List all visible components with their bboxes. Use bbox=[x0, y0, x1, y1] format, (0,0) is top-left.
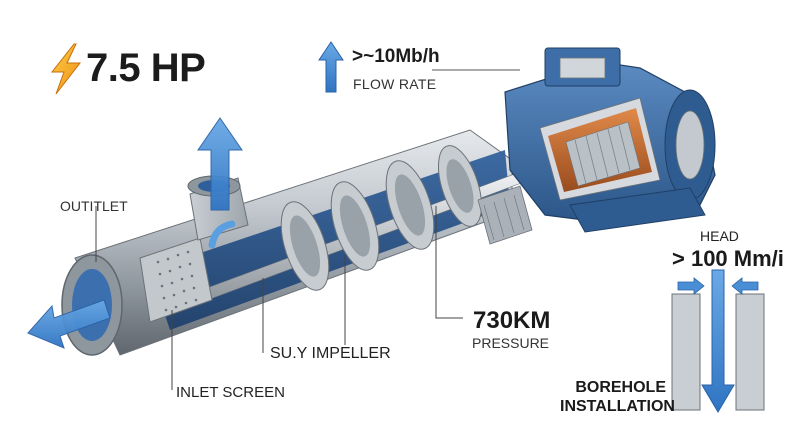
borehole-diagram bbox=[672, 270, 764, 412]
head-label: HEAD bbox=[700, 228, 739, 244]
impeller-label: SU.Y IMPELLER bbox=[270, 345, 391, 363]
outlet-label: OUTITLET bbox=[60, 198, 128, 214]
flow-rate-label: FLOW RATE bbox=[353, 76, 436, 92]
up-arrow-icon bbox=[319, 42, 343, 92]
inlet-screen-label: INLET SCREEN bbox=[176, 384, 285, 401]
pressure-value: 730KM bbox=[473, 307, 550, 335]
power-rating: 7.5 HP bbox=[86, 46, 205, 91]
flow-rate-value: >~10Mb/h bbox=[352, 46, 440, 68]
borehole-installation-label: BOREHOLE INSTALLATION bbox=[560, 378, 666, 416]
head-value: > 100 Mm/i bbox=[672, 246, 784, 272]
lightning-bolt-icon bbox=[52, 44, 80, 94]
pressure-label: PRESSURE bbox=[472, 335, 549, 351]
motor-housing bbox=[505, 48, 715, 232]
